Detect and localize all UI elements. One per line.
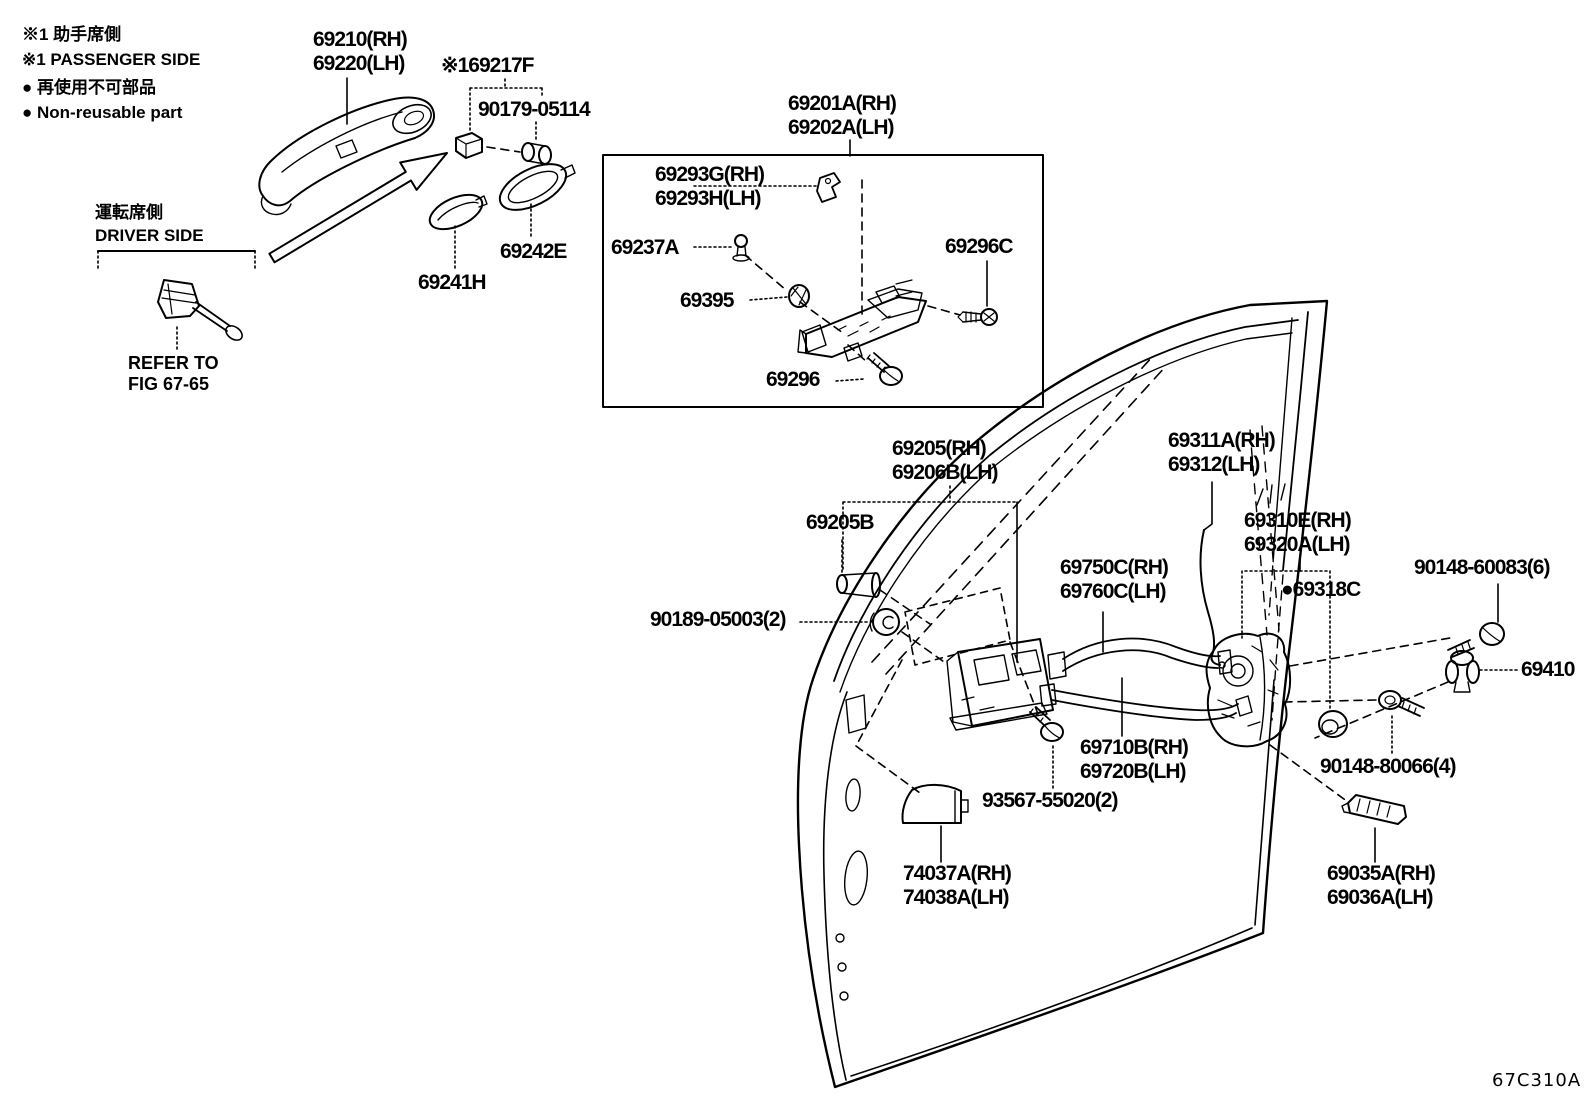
- clip-69410-drawing: [1445, 650, 1480, 693]
- screw-60083-drawing: [1447, 622, 1505, 658]
- label-cover-69241h: 69241H: [418, 271, 487, 294]
- door-lock-assembly-drawing: [1205, 632, 1292, 748]
- grommet-69318c-drawing: [1318, 710, 1348, 738]
- label-bushing-90179: 90179-05114: [478, 98, 591, 121]
- legend-note1-jp: ※1 助手席側: [22, 25, 122, 44]
- label-screw-93567: 93567-55020(2): [982, 789, 1118, 812]
- bolt-69296c-drawing: [957, 308, 998, 326]
- label-link-69311a: 69311A(RH) 69312(LH): [1168, 429, 1276, 477]
- label-frame-assy: 69201A(RH) 69202A(LH): [788, 92, 897, 140]
- label-pin-69205b: 69205B: [806, 511, 875, 534]
- label-outside-handle: 69210(RH) 69220(LH): [313, 28, 408, 76]
- label-protector-74037a: 74037A(RH) 74038A(LH): [903, 862, 1012, 910]
- screw-93567-drawing: [1029, 706, 1064, 742]
- label-clip-69237a: 69237A: [611, 236, 680, 259]
- lock-link-69311a-drawing: [1199, 529, 1226, 669]
- label-door-frame: 69205(RH) 69206B(LH): [892, 437, 999, 485]
- bushing-90179-drawing: [521, 142, 552, 165]
- label-bushing-69395: 69395: [680, 289, 734, 312]
- legend-note2-en: ● Non-reusable part: [22, 103, 183, 122]
- label-check-69035a: 69035A(RH) 69036A(LH): [1327, 862, 1436, 910]
- label-refer-note: REFER TO FIG 67-65: [128, 353, 219, 394]
- pad-clip-drawing: [455, 132, 483, 159]
- label-cable-69710b: 69710B(RH) 69720B(LH): [1080, 736, 1189, 784]
- label-lock-69310e: 69310E(RH) 69320A(LH): [1244, 509, 1352, 557]
- protector-74037a-drawing: [901, 783, 969, 824]
- cable-69710b-drawing: [1039, 683, 1253, 721]
- label-grommet-69318c: ●69318C: [1281, 578, 1361, 601]
- bolt-69296-drawing: [866, 352, 903, 386]
- pin-69205b-drawing: [836, 572, 881, 598]
- bushing-69395-drawing: [788, 284, 810, 308]
- outside-handle-drawing: [258, 96, 435, 216]
- frame-assembly-drawing: [797, 279, 927, 362]
- key-cylinder-drawing: [157, 279, 243, 341]
- support-clip-69293-drawing: [816, 172, 841, 203]
- direction-arrow: [268, 152, 448, 264]
- label-screw-80066: 90148-80066(4): [1320, 755, 1456, 778]
- leader-lines: [97, 77, 1518, 863]
- cover-69241h-drawing: [428, 193, 488, 231]
- label-driver-side-jp: 運転席側: [95, 203, 163, 222]
- inside-handle-frame-drawing: [946, 638, 1054, 731]
- label-cover-69242e: 69242E: [500, 240, 567, 263]
- diagram-code: 67C310A: [1492, 1070, 1582, 1091]
- label-cable-69750c: 69750C(RH) 69760C(LH): [1060, 556, 1169, 604]
- label-pad-set: ※169217F: [441, 54, 534, 77]
- cable-69750c-drawing: [1047, 637, 1233, 680]
- label-support-69293: 69293G(RH) 69293H(LH): [655, 163, 765, 211]
- label-screw-60083: 90148-60083(6): [1414, 556, 1550, 579]
- label-screw-69296c: 69296C: [945, 235, 1014, 258]
- legend-note1-en: ※1 PASSENGER SIDE: [22, 50, 201, 69]
- pin-90189-drawing: [869, 608, 900, 636]
- door-check-69035a-drawing: [1341, 794, 1407, 825]
- door-panel-drawing: [796, 299, 1329, 1089]
- cover-69242e-drawing: [498, 163, 576, 211]
- label-screw-69296: 69296: [766, 368, 820, 391]
- label-clip-69410: 69410: [1521, 658, 1575, 681]
- label-pin-90189: 90189-05003(2): [650, 608, 786, 631]
- label-driver-side-en: DRIVER SIDE: [95, 226, 204, 245]
- handle-frame-box: [602, 154, 1044, 408]
- legend-note2-jp: ● 再使用不可部品: [22, 78, 156, 97]
